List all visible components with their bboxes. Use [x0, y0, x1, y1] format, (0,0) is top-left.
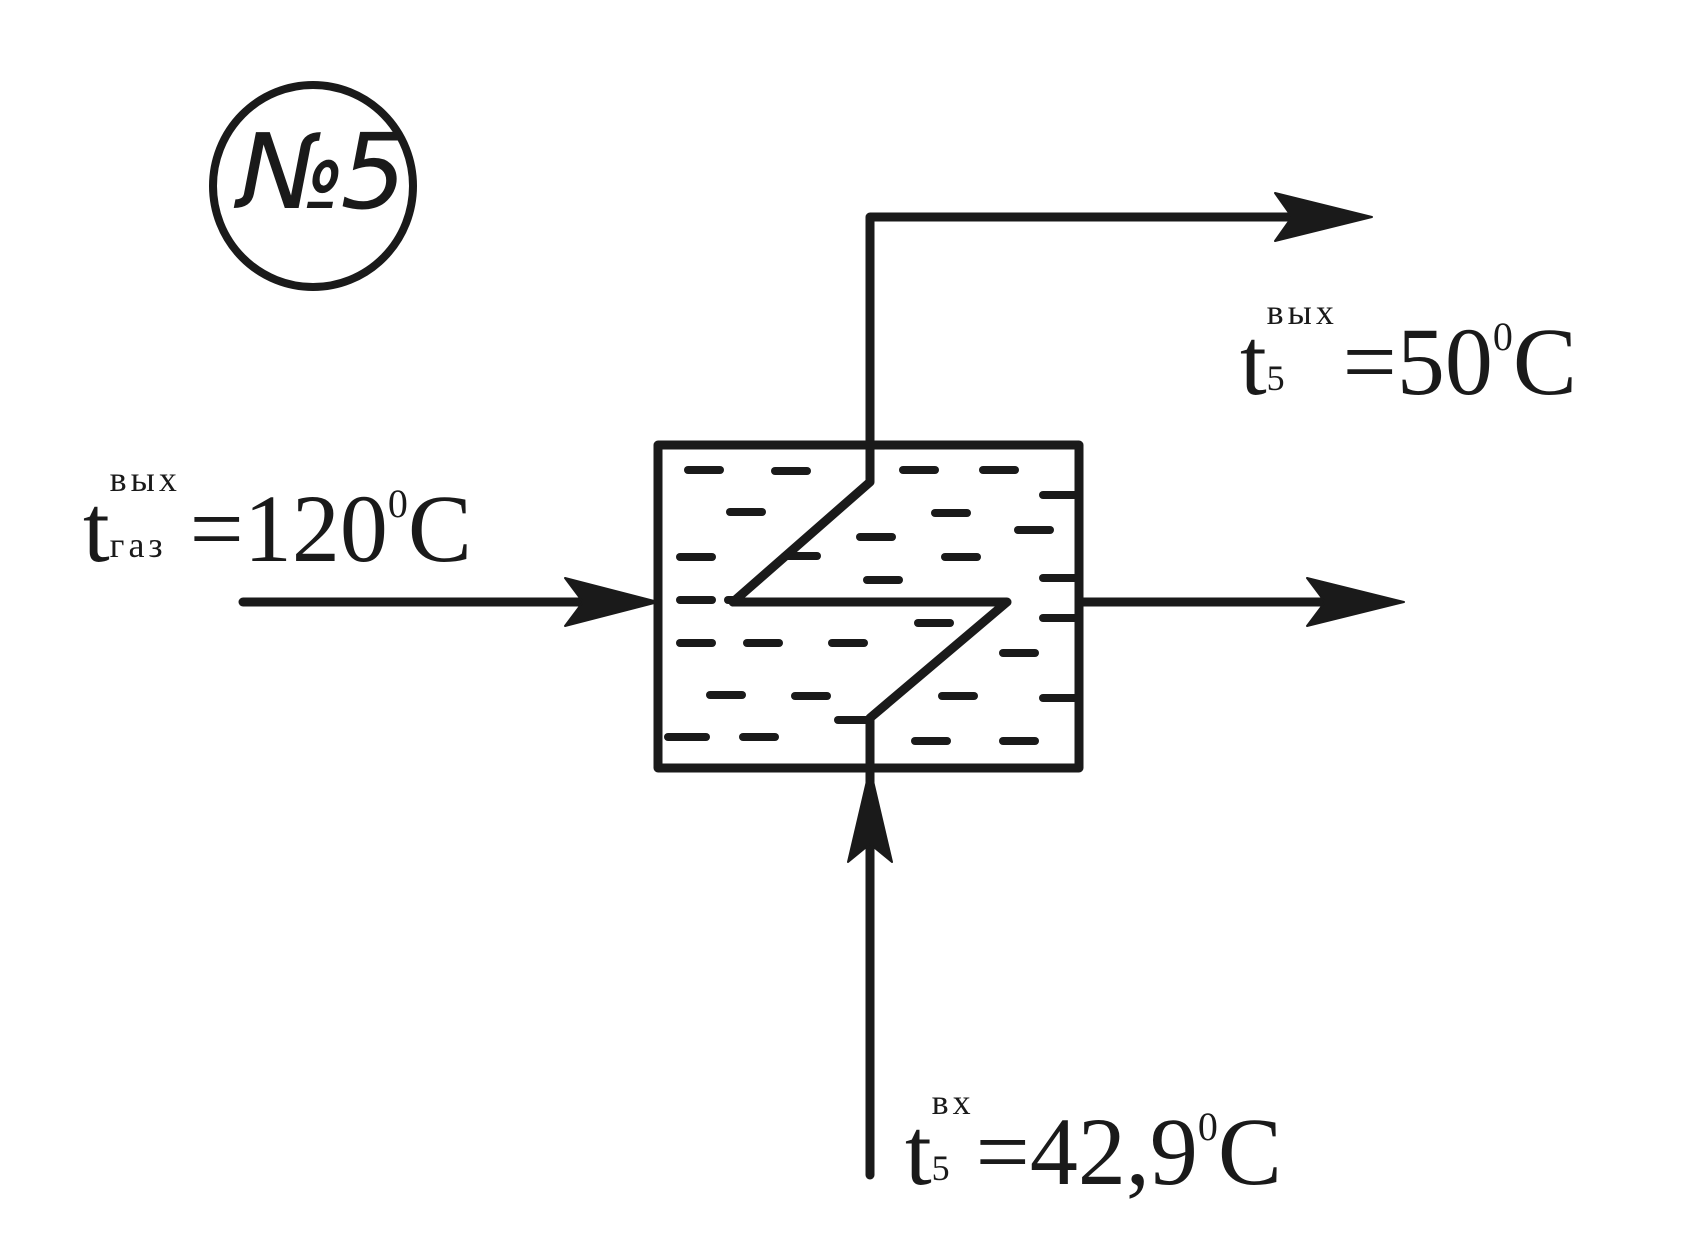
coolant-inlet-temp-degree: 0: [1197, 1104, 1218, 1149]
liquid-dashes: [664, 466, 1079, 745]
coolant-inlet-temp-var: t: [905, 1098, 932, 1205]
coolant-inlet-temp-sub: 5: [931, 1148, 954, 1188]
coolant-outlet-pipe: [865, 212, 1355, 450]
badge-circle: [209, 81, 417, 291]
coolant-inlet-temp-unit: C: [1217, 1098, 1282, 1205]
gas-inlet-arrowhead: [564, 577, 659, 627]
coolant-outlet-temp-value: =50: [1342, 308, 1493, 415]
coolant-inlet-temp-sup: вх: [931, 1082, 975, 1122]
coolant-outlet-temp-var: t: [1240, 308, 1267, 415]
gas-outlet-temp-unit: C: [407, 475, 472, 582]
gas-outlet-temp-value: =120: [189, 475, 388, 582]
coil-pipe: [728, 440, 1012, 773]
coolant-outlet-temp-sup: вых: [1266, 292, 1338, 332]
coolant-outlet-temp-degree: 0: [1492, 314, 1513, 359]
coolant-inlet-arrowhead: [847, 767, 893, 863]
gas-outlet-temp-sup: вых: [109, 459, 181, 499]
coolant-outlet-temp-unit: C: [1512, 308, 1577, 415]
gas-outlet-temp-degree: 0: [387, 481, 408, 526]
gas-outlet-arrowhead: [1306, 577, 1405, 627]
scheme-number-badge: №5: [238, 111, 406, 233]
coolant-outlet-temp-sub: 5: [1266, 358, 1289, 398]
coolant-outlet-arrowhead: [1274, 192, 1373, 242]
gas-outlet-temp-sub: газ: [109, 525, 167, 565]
gas-outlet-temp-var: t: [83, 475, 110, 582]
coolant-inlet-temp-value: =42,9: [975, 1098, 1198, 1205]
